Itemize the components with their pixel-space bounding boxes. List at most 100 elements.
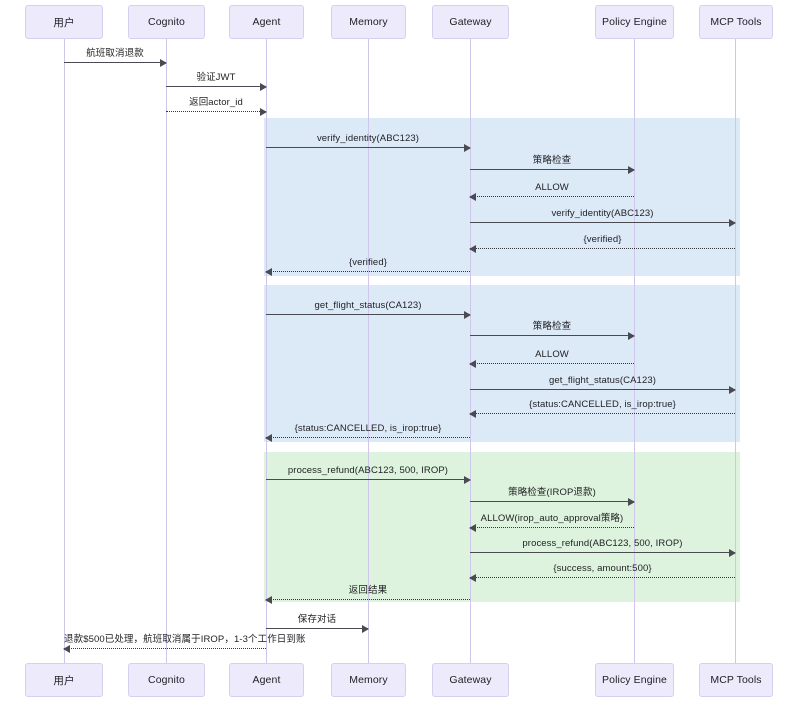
arrow-head-icon xyxy=(628,497,635,506)
message-arrow: process_refund(ABC123, 500, IROP) xyxy=(266,465,471,484)
lifeline-gateway xyxy=(470,39,471,663)
arrow-line xyxy=(64,648,266,649)
participant-label: Memory xyxy=(349,674,388,686)
message-arrow: {status:CANCELLED, is_irop:true} xyxy=(469,399,735,418)
arrow-head-icon xyxy=(628,165,635,174)
arrow-line xyxy=(470,222,735,223)
message-arrow: 退款$500已处理，航班取消属于IROP，1-3个工作日到账 xyxy=(63,634,305,653)
message-label: get_flight_status(CA123) xyxy=(314,300,422,311)
message-label: 验证JWT xyxy=(196,72,236,83)
participant-label: Gateway xyxy=(449,674,492,686)
message-arrow: {verified} xyxy=(469,234,735,253)
message-arrow: get_flight_status(CA123) xyxy=(266,300,471,319)
arrow-head-icon xyxy=(265,595,272,604)
message-label: {status:CANCELLED, is_irop:true} xyxy=(529,399,676,410)
participant-mcp-bottom[interactable]: MCP Tools xyxy=(699,663,773,697)
message-label: 策略检查(IROP退款) xyxy=(508,487,596,498)
arrow-line xyxy=(470,363,634,364)
message-label: get_flight_status(CA123) xyxy=(549,375,656,386)
message-label: 策略检查 xyxy=(532,155,572,166)
message-arrow: 返回actor_id xyxy=(166,97,267,116)
participant-agent-top[interactable]: Agent xyxy=(229,5,304,39)
participant-gateway-bottom[interactable]: Gateway xyxy=(432,663,509,697)
arrow-head-icon xyxy=(260,107,267,116)
participant-user-bottom[interactable]: 用户 xyxy=(25,663,103,697)
participant-memory-top[interactable]: Memory xyxy=(331,5,406,39)
message-label: 退款$500已处理，航班取消属于IROP，1-3个工作日到账 xyxy=(64,634,306,645)
message-label: {status:CANCELLED, is_irop:true} xyxy=(294,423,442,434)
participant-label: Cognito xyxy=(148,16,185,28)
arrow-head-icon xyxy=(469,573,476,582)
arrow-line xyxy=(470,501,634,502)
arrow-line xyxy=(266,437,470,438)
arrow-head-icon xyxy=(63,644,70,653)
participant-label: MCP Tools xyxy=(710,16,762,28)
participant-policy-top[interactable]: Policy Engine xyxy=(595,5,674,39)
message-label: verify_identity(ABC123) xyxy=(316,133,420,144)
message-arrow: 策略检查 xyxy=(470,155,635,174)
arrow-line xyxy=(64,62,166,63)
participant-label: Gateway xyxy=(449,16,492,28)
message-label: {verified} xyxy=(583,234,622,245)
message-arrow: ALLOW xyxy=(469,349,634,368)
lifeline-memory xyxy=(368,39,369,663)
arrow-line xyxy=(166,111,266,112)
arrow-line xyxy=(470,335,634,336)
participant-label: Memory xyxy=(349,16,388,28)
arrow-line xyxy=(266,479,470,480)
arrow-line xyxy=(470,169,634,170)
arrow-head-icon xyxy=(464,143,471,152)
participant-cognito-bottom[interactable]: Cognito xyxy=(128,663,205,697)
participant-label: Cognito xyxy=(148,674,185,686)
arrow-head-icon xyxy=(469,523,476,532)
arrow-head-icon xyxy=(628,331,635,340)
participant-label: Agent xyxy=(252,16,281,28)
participant-label: 用户 xyxy=(53,16,75,29)
lifeline-agent xyxy=(266,39,267,663)
arrow-line xyxy=(470,248,735,249)
participant-policy-bottom[interactable]: Policy Engine xyxy=(595,663,674,697)
message-label: ALLOW(irop_auto_approval策略) xyxy=(480,513,624,524)
participant-label: MCP Tools xyxy=(710,674,762,686)
message-arrow: verify_identity(ABC123) xyxy=(470,208,736,227)
arrow-head-icon xyxy=(469,409,476,418)
arrow-line xyxy=(166,86,266,87)
arrow-line xyxy=(266,271,470,272)
participant-label: Policy Engine xyxy=(602,674,667,686)
message-label: ALLOW xyxy=(535,182,569,193)
message-arrow: 保存对话 xyxy=(266,614,369,633)
arrow-line xyxy=(470,552,735,553)
arrow-head-icon xyxy=(160,58,167,67)
message-arrow: {status:CANCELLED, is_irop:true} xyxy=(265,423,470,442)
participant-user-top[interactable]: 用户 xyxy=(25,5,103,39)
message-arrow: ALLOW(irop_auto_approval策略) xyxy=(469,513,634,532)
message-arrow: 返回结果 xyxy=(265,585,470,604)
arrow-head-icon xyxy=(729,385,736,394)
participant-agent-bottom[interactable]: Agent xyxy=(229,663,304,697)
message-arrow: 策略检查 xyxy=(470,321,635,340)
arrow-line xyxy=(470,389,735,390)
participant-cognito-top[interactable]: Cognito xyxy=(128,5,205,39)
participant-memory-bottom[interactable]: Memory xyxy=(331,663,406,697)
arrow-head-icon xyxy=(464,310,471,319)
message-arrow: 验证JWT xyxy=(166,72,267,91)
arrow-head-icon xyxy=(469,192,476,201)
message-arrow: 航班取消退款 xyxy=(64,48,167,67)
message-label: process_refund(ABC123, 500, IROP) xyxy=(522,538,683,549)
participant-mcp-top[interactable]: MCP Tools xyxy=(699,5,773,39)
arrow-line xyxy=(266,314,470,315)
lifeline-mcp xyxy=(735,39,736,663)
message-arrow: {verified} xyxy=(265,257,470,276)
message-label: 保存对话 xyxy=(297,614,337,625)
participant-gateway-top[interactable]: Gateway xyxy=(432,5,509,39)
arrow-head-icon xyxy=(464,475,471,484)
message-arrow: {success, amount:500} xyxy=(469,563,735,582)
participant-label: Agent xyxy=(252,674,281,686)
block-verify-identity xyxy=(264,118,740,276)
message-arrow: verify_identity(ABC123) xyxy=(266,133,471,152)
arrow-head-icon xyxy=(469,244,476,253)
message-label: process_refund(ABC123, 500, IROP) xyxy=(287,465,449,476)
message-label: {success, amount:500} xyxy=(553,563,652,574)
arrow-head-icon xyxy=(362,624,369,633)
